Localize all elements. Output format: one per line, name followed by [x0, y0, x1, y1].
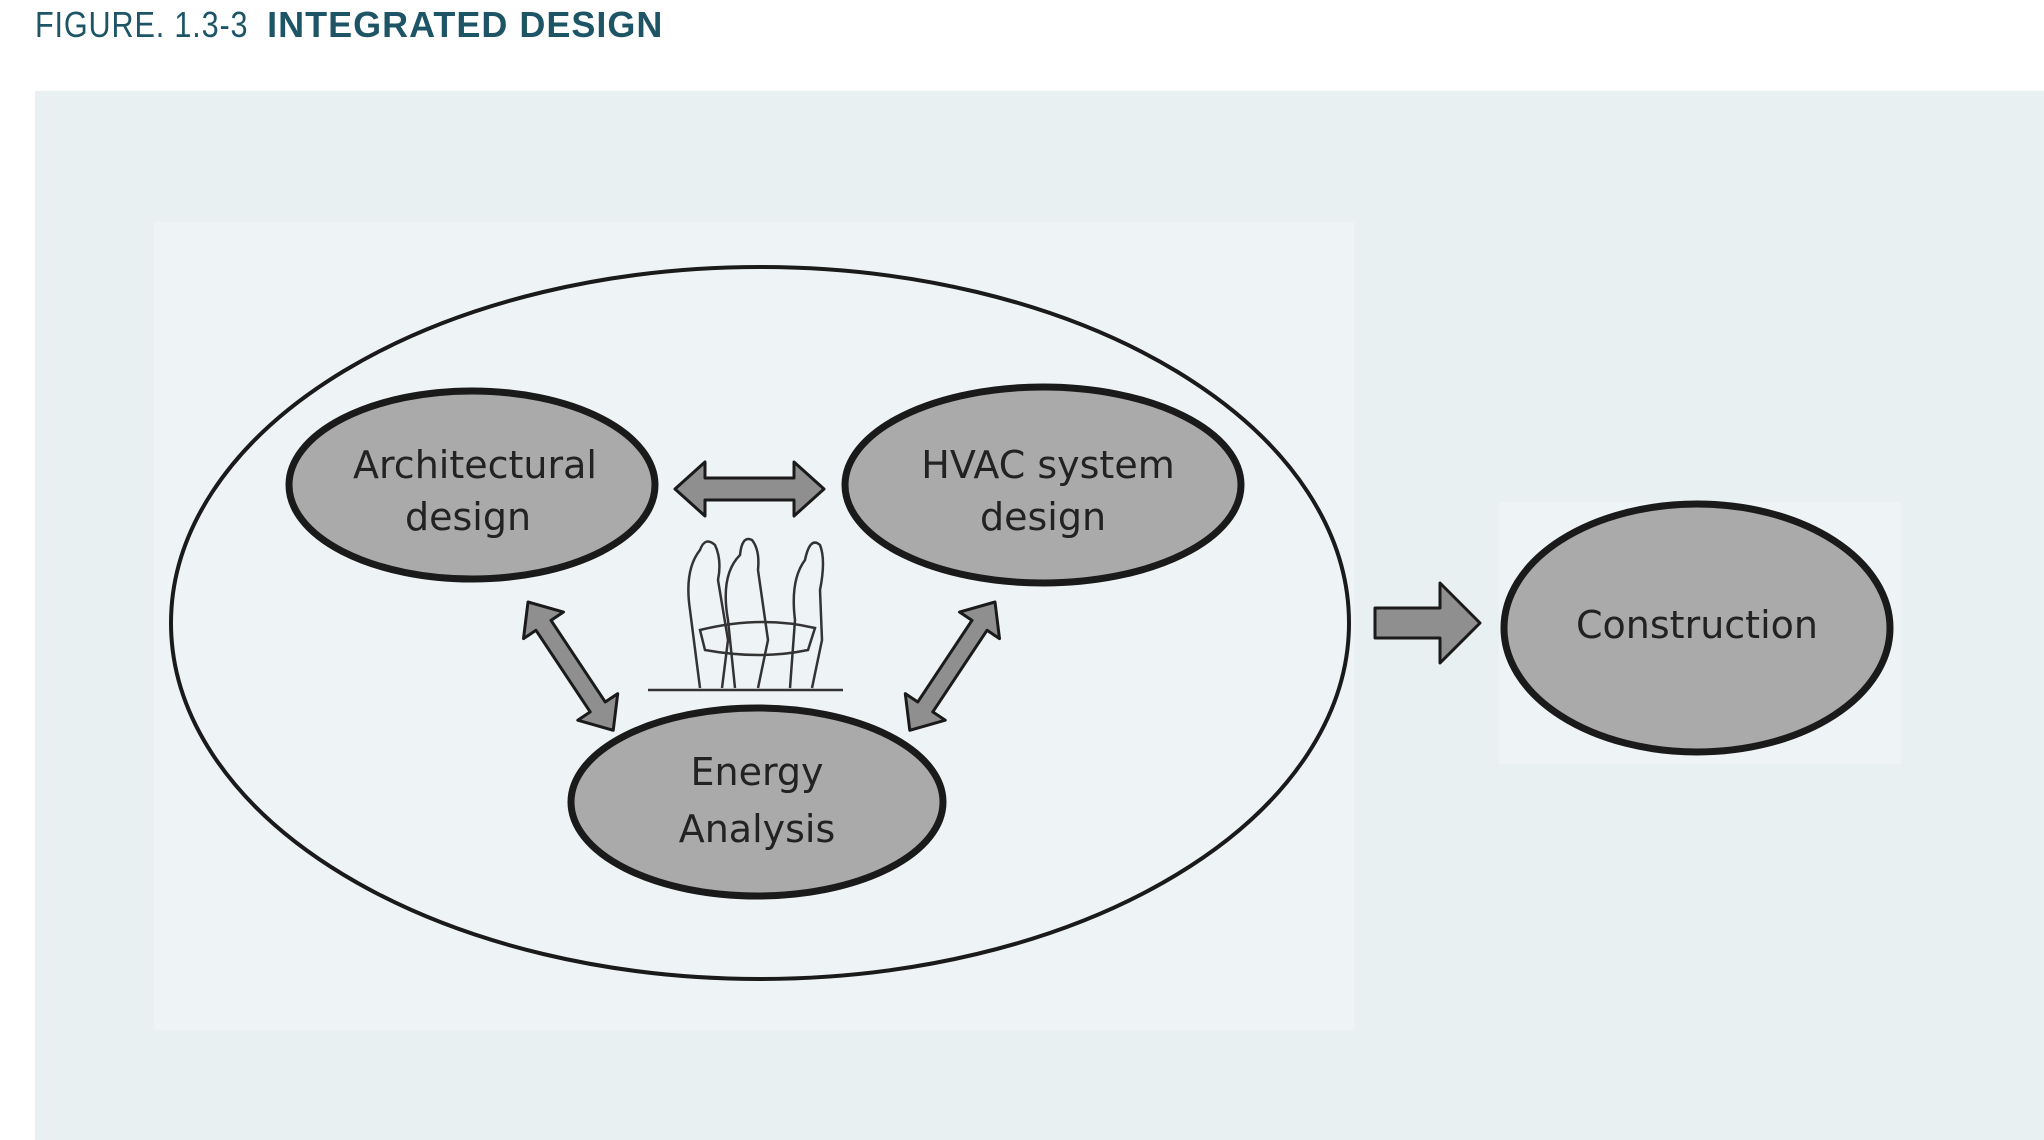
double-arrow-architectural-energy [522, 600, 620, 732]
node-label-line2: design [980, 495, 1106, 539]
inner-area [154, 222, 1354, 1030]
node-label-line1: HVAC system [921, 443, 1174, 487]
design-phase-boundary [169, 265, 1351, 981]
node-label-line2: design [405, 495, 531, 539]
figure-number: FIGURE. 1.3-3 [35, 4, 249, 45]
double-arrow-architectural-hvac [673, 460, 826, 518]
team-people-icon [648, 537, 843, 692]
node-label-line1: Architectural [353, 443, 597, 487]
node-construction: Construction [1500, 500, 1894, 756]
node-label-line1: Energy [690, 750, 823, 794]
node-label-line2: Analysis [679, 807, 836, 851]
node-energy-analysis: Energy Analysis [567, 704, 947, 900]
double-arrow-hvac-energy [903, 600, 1001, 732]
figure-name: INTEGRATED DESIGN [267, 4, 664, 45]
node-architectural-design: Architectural design [285, 387, 659, 583]
arrow-to-construction [1373, 581, 1482, 665]
node-hvac-system-design: HVAC system design [841, 383, 1245, 587]
figure-title: FIGURE. 1.3-3 INTEGRATED DESIGN [35, 4, 663, 46]
node-label-line1: Construction [1576, 603, 1818, 647]
